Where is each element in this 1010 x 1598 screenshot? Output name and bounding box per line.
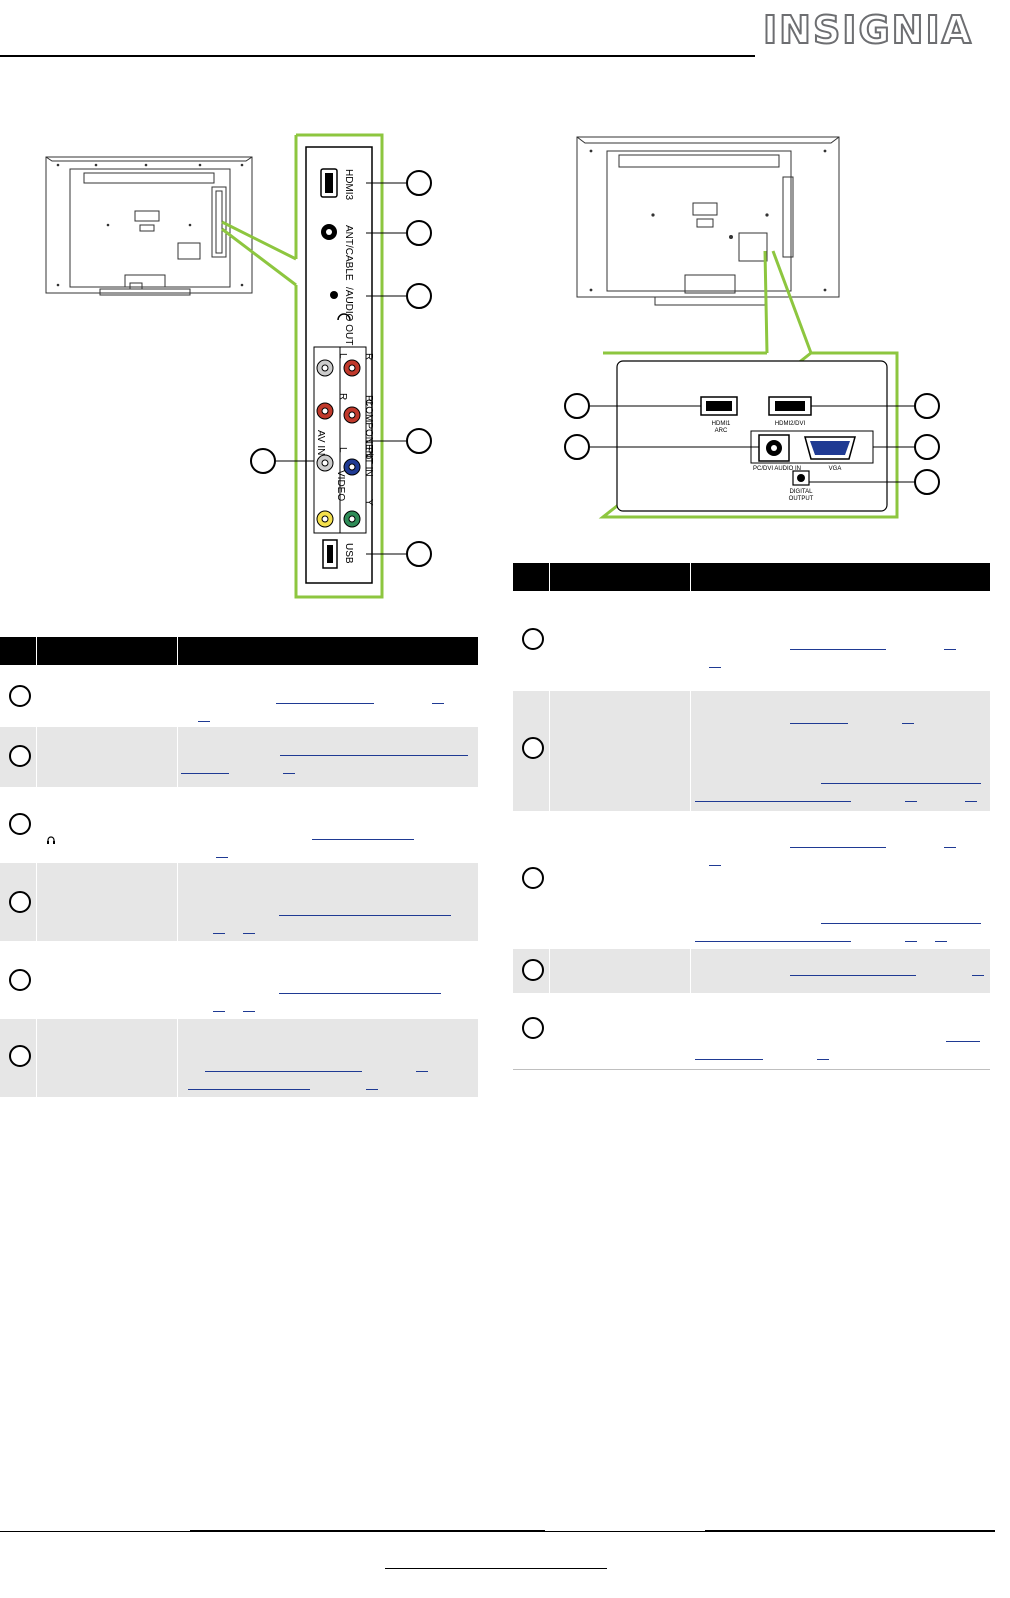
headphone-icon: [47, 836, 55, 844]
link[interactable]: [216, 857, 228, 858]
right-row-2: [513, 691, 990, 811]
link[interactable]: [821, 923, 981, 924]
footer-rule: [545, 1531, 705, 1532]
label-video: VIDEO: [335, 470, 346, 501]
link[interactable]: [695, 801, 851, 802]
right-row-4: [513, 949, 990, 993]
link[interactable]: [276, 703, 374, 704]
label-vga: VGA: [829, 466, 842, 472]
label-pr: Pr: [363, 395, 374, 406]
label-output: OUTPUT: [789, 496, 814, 502]
link[interactable]: [965, 801, 977, 802]
label-digital: DIGITAL: [790, 489, 814, 495]
link[interactable]: [181, 773, 229, 774]
link[interactable]: [946, 1041, 980, 1042]
row-number-icon: [522, 737, 544, 759]
link[interactable]: [821, 783, 981, 784]
link[interactable]: [279, 993, 441, 994]
footer-rule: [190, 1530, 545, 1532]
left-row-2: [0, 727, 478, 787]
row-number-icon: [9, 813, 31, 835]
link[interactable]: [790, 723, 848, 724]
left-row-1: [0, 677, 478, 727]
row-number-icon: [9, 745, 31, 767]
link[interactable]: [902, 723, 914, 724]
left-row-6: [0, 1019, 478, 1097]
left-table: [0, 637, 478, 1097]
link[interactable]: [279, 915, 451, 916]
right-table: [513, 563, 990, 1073]
link[interactable]: [905, 941, 917, 942]
link[interactable]: [790, 975, 916, 976]
label-l-av: L: [337, 447, 348, 453]
row-number-icon: [522, 628, 544, 650]
link[interactable]: [905, 801, 917, 802]
link[interactable]: [188, 1089, 310, 1090]
link[interactable]: [280, 755, 468, 756]
link[interactable]: [709, 667, 721, 668]
footer-link[interactable]: [385, 1568, 607, 1569]
label-pc-dvi-audio-in: PC/DVI AUDIO IN: [753, 466, 801, 472]
label-usb: USB: [343, 543, 354, 564]
label-r-av: R: [337, 393, 348, 400]
link[interactable]: [243, 1011, 255, 1012]
footer-rule: [705, 1530, 995, 1532]
link[interactable]: [213, 933, 225, 934]
right-row-3: [513, 811, 990, 949]
label-component-in: COMPONENT IN: [363, 399, 374, 477]
label-r-top: R: [363, 353, 374, 360]
label-ant-cable: ANT/CABLE: [343, 225, 354, 281]
link[interactable]: [695, 941, 851, 942]
label-audio-out: /AUDIO OUT: [343, 287, 354, 345]
right-row-1: [513, 591, 990, 691]
link[interactable]: [198, 721, 210, 722]
row-number-icon: [9, 969, 31, 991]
link[interactable]: [972, 975, 984, 976]
row-number-icon: [9, 685, 31, 707]
link[interactable]: [283, 773, 295, 774]
table-bottom-rule: [513, 1069, 990, 1070]
label-l-top: L: [337, 353, 348, 359]
link[interactable]: [416, 1071, 428, 1072]
link[interactable]: [944, 847, 956, 848]
label-hdmi3: HDMI3: [343, 169, 354, 201]
label-arc: ARC: [715, 428, 728, 434]
left-table-header: [0, 637, 478, 665]
footer-rule: [0, 1531, 190, 1532]
back-jacks-figure: HDMI1 ARC HDMI2/DVI PC/DVI AUDIO IN VGA …: [564, 136, 940, 519]
row-number-icon: [9, 891, 31, 913]
link[interactable]: [790, 847, 886, 848]
row-number-icon: [522, 867, 544, 889]
header-rule: [0, 55, 755, 57]
right-row-5: [513, 993, 990, 1069]
right-table-header: [513, 563, 990, 591]
link[interactable]: [944, 649, 956, 650]
link[interactable]: [790, 649, 886, 650]
row-number-icon: [522, 1017, 544, 1039]
label-y: Y: [363, 499, 374, 506]
link[interactable]: [695, 1059, 763, 1060]
link[interactable]: [366, 1089, 378, 1090]
link[interactable]: [817, 1059, 829, 1060]
label-hdmi2-dvi: HDMI2/DVI: [775, 421, 806, 427]
row-number-icon: [9, 1045, 31, 1067]
label-hdmi1: HDMI1: [712, 421, 731, 427]
side-jacks-figure: HDMI3 ANT/CABLE /AUDIO OUT COMPONENT IN …: [45, 133, 432, 599]
link[interactable]: [312, 839, 414, 840]
link[interactable]: [243, 933, 255, 934]
insignia-logo: INSIGNIA: [762, 7, 973, 53]
left-row-5: [0, 941, 478, 1019]
link[interactable]: [432, 703, 444, 704]
link[interactable]: [935, 941, 947, 942]
left-row-3: [0, 787, 478, 863]
link[interactable]: [213, 1011, 225, 1012]
link[interactable]: [709, 865, 721, 866]
label-av-in: AV IN: [315, 430, 326, 455]
row-number-icon: [522, 959, 544, 981]
link[interactable]: [205, 1071, 362, 1072]
left-row-4: [0, 863, 478, 941]
label-pb: Pb: [363, 447, 374, 460]
